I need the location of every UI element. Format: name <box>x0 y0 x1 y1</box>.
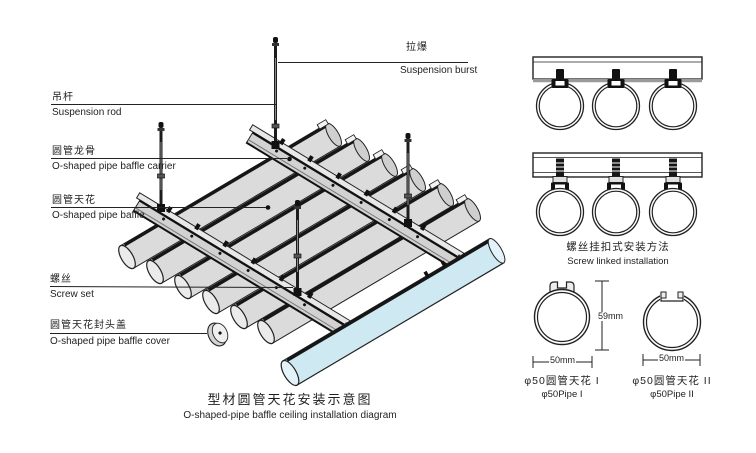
diagram-caption-en: O-shaped-pipe baffle ceiling installatio… <box>183 410 397 421</box>
leader-lines <box>49 62 468 334</box>
hook-install-diagram <box>532 56 703 131</box>
label-suspension-rod-en: Suspension rod <box>52 107 122 118</box>
pipe-section-2 <box>642 290 702 366</box>
label-pipe1-cn: φ50圆管天花 I <box>524 375 600 387</box>
label-pipe2-cn: φ50圆管天花 II <box>632 375 712 387</box>
highlight-pipe-cap <box>280 359 300 387</box>
highlight-pipe-far-end <box>487 238 506 264</box>
highlight-pipe <box>280 237 506 387</box>
screw-install-diagram <box>532 152 703 237</box>
label-pipe-cover-en: O-shaped pipe baffle cover <box>50 336 170 347</box>
label-screw-set-en: Screw set <box>50 289 94 300</box>
dim-50mm-2: 50mm <box>658 353 686 363</box>
pipe-end-cover <box>207 322 229 347</box>
pipe-section-1 <box>532 280 609 368</box>
label-suspension-burst-cn: 拉爆 <box>406 42 428 53</box>
label-pipe-cover-cn: 圆管天花封头盖 <box>50 320 127 331</box>
hook-hung-pipes <box>535 69 698 131</box>
label-screw-linked-cn: 螺丝挂扣式安装方法 <box>566 241 670 253</box>
diagram-caption-cn: 型材圆管天花安装示意图 <box>207 392 373 407</box>
dim-50mm-1: 50mm <box>549 355 577 365</box>
label-pipe2-en: φ50Pipe II <box>650 389 694 400</box>
label-suspension-rod-cn: 吊杆 <box>52 92 74 103</box>
suspension-rods <box>157 37 412 296</box>
label-pipe-carrier-cn: 圆管龙骨 <box>52 146 96 157</box>
label-screw-linked-en: Screw linked installation <box>567 256 669 267</box>
suspension-rod-1 <box>271 37 280 149</box>
dim-59mm: 59mm <box>597 311 625 321</box>
label-pipe-baffle-en: O-shaped pipe baffle <box>52 210 145 221</box>
label-pipe1-en: φ50Pipe I <box>541 389 583 400</box>
suspension-rod-3 <box>293 200 302 296</box>
label-screw-set-cn: 螺丝 <box>50 274 72 285</box>
label-pipe-carrier-en: O-shaped pipe baffle carrier <box>52 161 176 172</box>
label-pipe-baffle-cn: 圆管天花 <box>52 195 96 206</box>
suspension-rod-4 <box>404 133 412 227</box>
screw-hung-pipes <box>535 158 698 237</box>
label-suspension-burst-en: Suspension burst <box>400 65 478 76</box>
main-isometric-diagram <box>49 37 506 387</box>
